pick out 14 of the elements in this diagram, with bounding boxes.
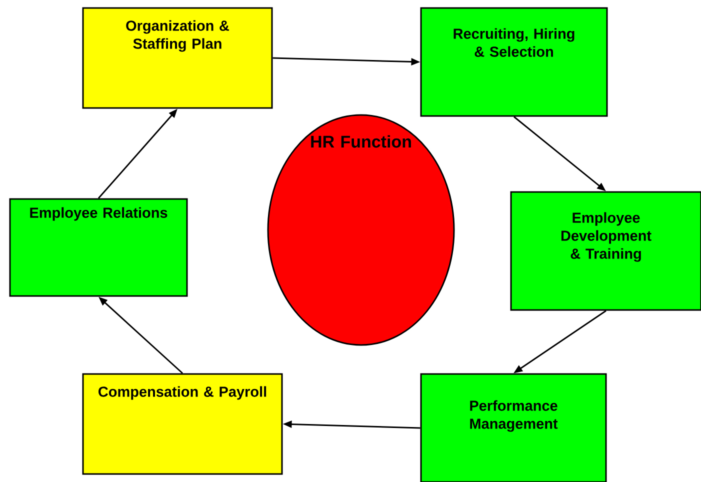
central-ellipse [267,114,455,346]
process-box [510,191,701,311]
process-box [9,198,188,297]
node-label: Organization & Staffing Plan [126,20,230,52]
node-label: Compensation & Payroll [98,386,266,400]
process-box [420,7,608,117]
node-label: HR Function [311,135,411,148]
node-label: Recruiting, Hiring & Selection [454,28,574,57]
process-box [82,373,283,475]
node-label: Employee Development & Training [561,212,652,262]
node-label: Performance Management [470,400,558,432]
process-box [420,373,607,482]
node-label: Employee Relations [30,207,168,221]
process-box [82,7,273,109]
